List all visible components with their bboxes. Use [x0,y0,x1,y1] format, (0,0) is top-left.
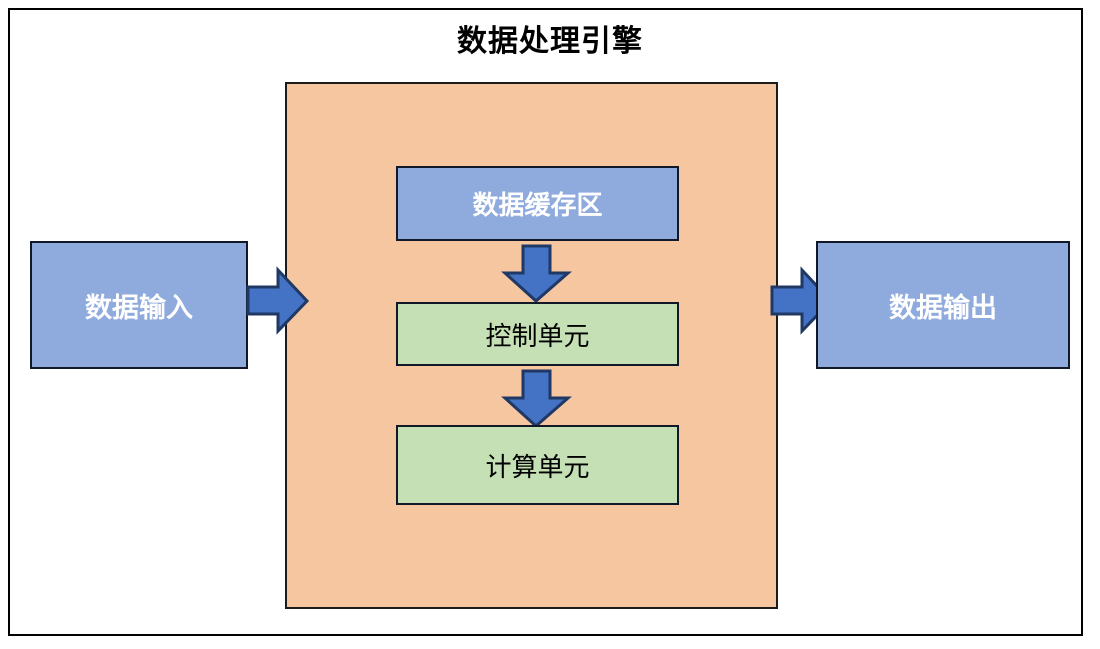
node-data-output[interactable]: 数据输出 [816,241,1070,369]
node-data-cache-label: 数据缓存区 [472,190,603,220]
node-control-unit-label: 控制单元 [485,320,590,351]
arrow-control-to-compute [501,369,572,429]
node-data-input-label: 数据输入 [85,292,193,323]
node-control-unit[interactable]: 控制单元 [396,302,679,366]
node-data-cache[interactable]: 数据缓存区 [396,166,679,241]
node-compute-unit[interactable]: 计算单元 [396,425,679,505]
node-compute-unit-label: 计算单元 [485,451,590,482]
arrow-cache-to-control [501,244,572,304]
node-data-output-label: 数据输出 [889,292,997,323]
arrow-input-to-engine [246,266,310,335]
node-data-input[interactable]: 数据输入 [30,241,248,369]
page-title: 数据处理引擎 [457,25,643,58]
